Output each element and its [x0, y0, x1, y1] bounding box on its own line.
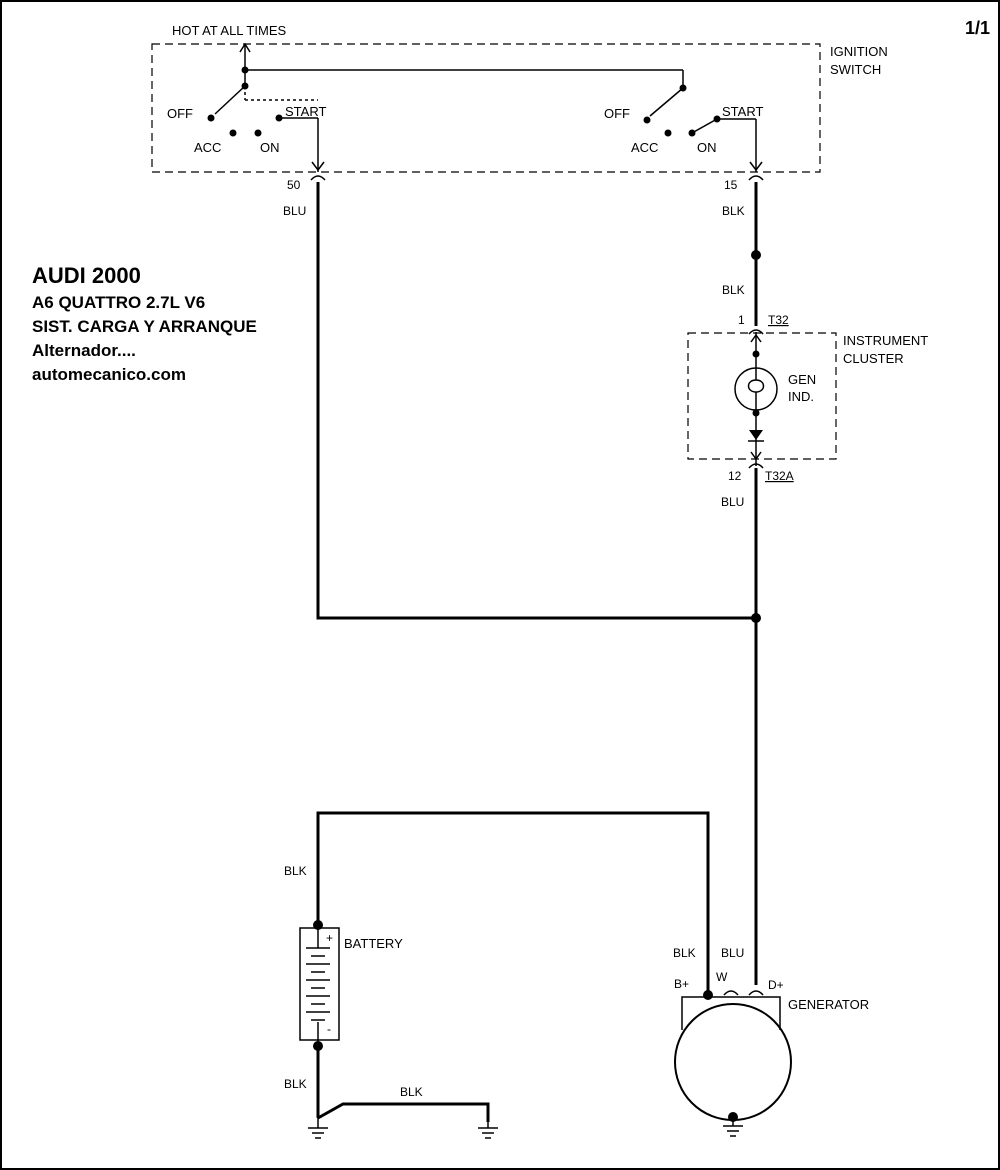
- w-label: W: [716, 970, 728, 984]
- gen-ind-label-2: IND.: [788, 389, 814, 404]
- right-acc-label: ACC: [631, 140, 658, 155]
- t32a-connector-icon: [748, 463, 764, 469]
- cluster-out-connector-label: T32A: [765, 469, 794, 483]
- lamp-filament-icon: [747, 368, 765, 393]
- right-off-label: OFF: [604, 106, 630, 121]
- wire-50-color-label: BLU: [283, 204, 306, 218]
- right-on-blade: [691, 118, 718, 134]
- wire-dplus-color-label: BLU: [721, 946, 744, 960]
- wire-15b-color-label: BLK: [722, 283, 745, 297]
- terminal-50-label: 50: [287, 178, 301, 192]
- splice-dot-15: [751, 250, 761, 260]
- gen-ind-label-1: GEN: [788, 372, 816, 387]
- wire-15-color-label: BLK: [722, 204, 745, 218]
- left-switch-blade: [214, 85, 246, 115]
- left-on-contact: [254, 129, 262, 137]
- wire-bplus-color-label: BLK: [673, 946, 696, 960]
- left-acc-label: ACC: [194, 140, 221, 155]
- title-block: AUDI 2000 A6 QUATTRO 2.7L V6 SIST. CARGA…: [32, 263, 257, 384]
- right-acc-contact: [664, 129, 672, 137]
- title-model: A6 QUATTRO 2.7L V6: [32, 293, 205, 312]
- wire-ground-link-blk: [317, 1102, 490, 1122]
- w-terminal-icon: [723, 990, 739, 996]
- wire-cluster-out-color-label: BLU: [721, 495, 744, 509]
- terminal-15-label: 15: [724, 178, 738, 192]
- generator-label: GENERATOR: [788, 997, 869, 1012]
- wire-ground-link-color-label: BLK: [400, 1085, 423, 1099]
- instrument-cluster-box: [687, 332, 837, 460]
- cluster-in-pin-label: 1: [738, 313, 745, 327]
- dplus-terminal-icon: [748, 990, 764, 996]
- title-make-year: AUDI 2000: [32, 263, 141, 288]
- instrument-cluster-label-1: INSTRUMENT: [843, 333, 928, 348]
- left-start-label: START: [285, 104, 326, 119]
- left-acc-contact: [229, 129, 237, 137]
- instrument-cluster-label-2: CLUSTER: [843, 351, 904, 366]
- bplus-label: B+: [674, 977, 689, 991]
- t32-connector-icon: [748, 329, 764, 335]
- hot-at-all-times-label: HOT AT ALL TIMES: [172, 23, 286, 38]
- instrument-cluster: INSTRUMENT CLUSTER 1 T32 GEN IND. 12 T32…: [687, 313, 928, 483]
- right-start-label: START: [722, 104, 763, 119]
- battery-plus-label: +: [326, 931, 333, 945]
- wires: BLU BLK BLK BLU BLU BLK BLK BLK BLK: [283, 182, 761, 1122]
- right-switch-blade: [649, 87, 684, 117]
- title-system: SIST. CARGA Y ARRANQUE: [32, 317, 257, 336]
- terminal-50-connector-icon: [310, 175, 326, 181]
- left-off-contact: [207, 114, 215, 122]
- wire-50-blu: [316, 182, 756, 620]
- ignition-switch-label-2: SWITCH: [830, 62, 881, 77]
- wire-battery-pos-blk: [316, 811, 710, 995]
- splice-dot-dplus: [751, 613, 761, 623]
- ignition-switch-label-1: IGNITION: [830, 44, 888, 59]
- terminal-15-connector-icon: [748, 175, 764, 181]
- ground-left-icon: [308, 1118, 328, 1139]
- right-on-label: ON: [697, 140, 717, 155]
- ignition-switch-box: [151, 43, 821, 173]
- wire-battery-neg-color-label: BLK: [284, 1077, 307, 1091]
- diode-icon: [749, 430, 763, 440]
- page-number: 1/1: [965, 18, 990, 38]
- battery-body: [299, 927, 340, 1041]
- supply-arrow-icon: [239, 42, 251, 53]
- left-off-label: OFF: [167, 106, 193, 121]
- generator: B+ W D+ GENERATOR: [674, 970, 869, 1137]
- left-on-label: ON: [260, 140, 280, 155]
- generator-body-icon: [674, 1003, 792, 1121]
- ignition-switch: HOT AT ALL TIMES IGNITION SWITCH OFF ACC…: [151, 23, 888, 192]
- wire-battery-pos-color-label: BLK: [284, 864, 307, 878]
- cluster-out-pin-label: 12: [728, 469, 742, 483]
- dplus-label: D+: [768, 978, 784, 992]
- title-website: automecanico.com: [32, 365, 186, 384]
- bplus-terminal: [703, 990, 713, 1000]
- ground-right-icon: [478, 1122, 498, 1139]
- title-component: Alternador....: [32, 341, 136, 360]
- battery-label: BATTERY: [344, 936, 403, 951]
- generator-ground-icon: [723, 1117, 743, 1137]
- battery-minus-label: -: [327, 1022, 331, 1036]
- battery: + - BATTERY: [299, 920, 403, 1051]
- cluster-in-connector-label: T32: [768, 313, 789, 327]
- right-off-contact: [643, 116, 651, 124]
- generator-terminal-block: [681, 996, 781, 1030]
